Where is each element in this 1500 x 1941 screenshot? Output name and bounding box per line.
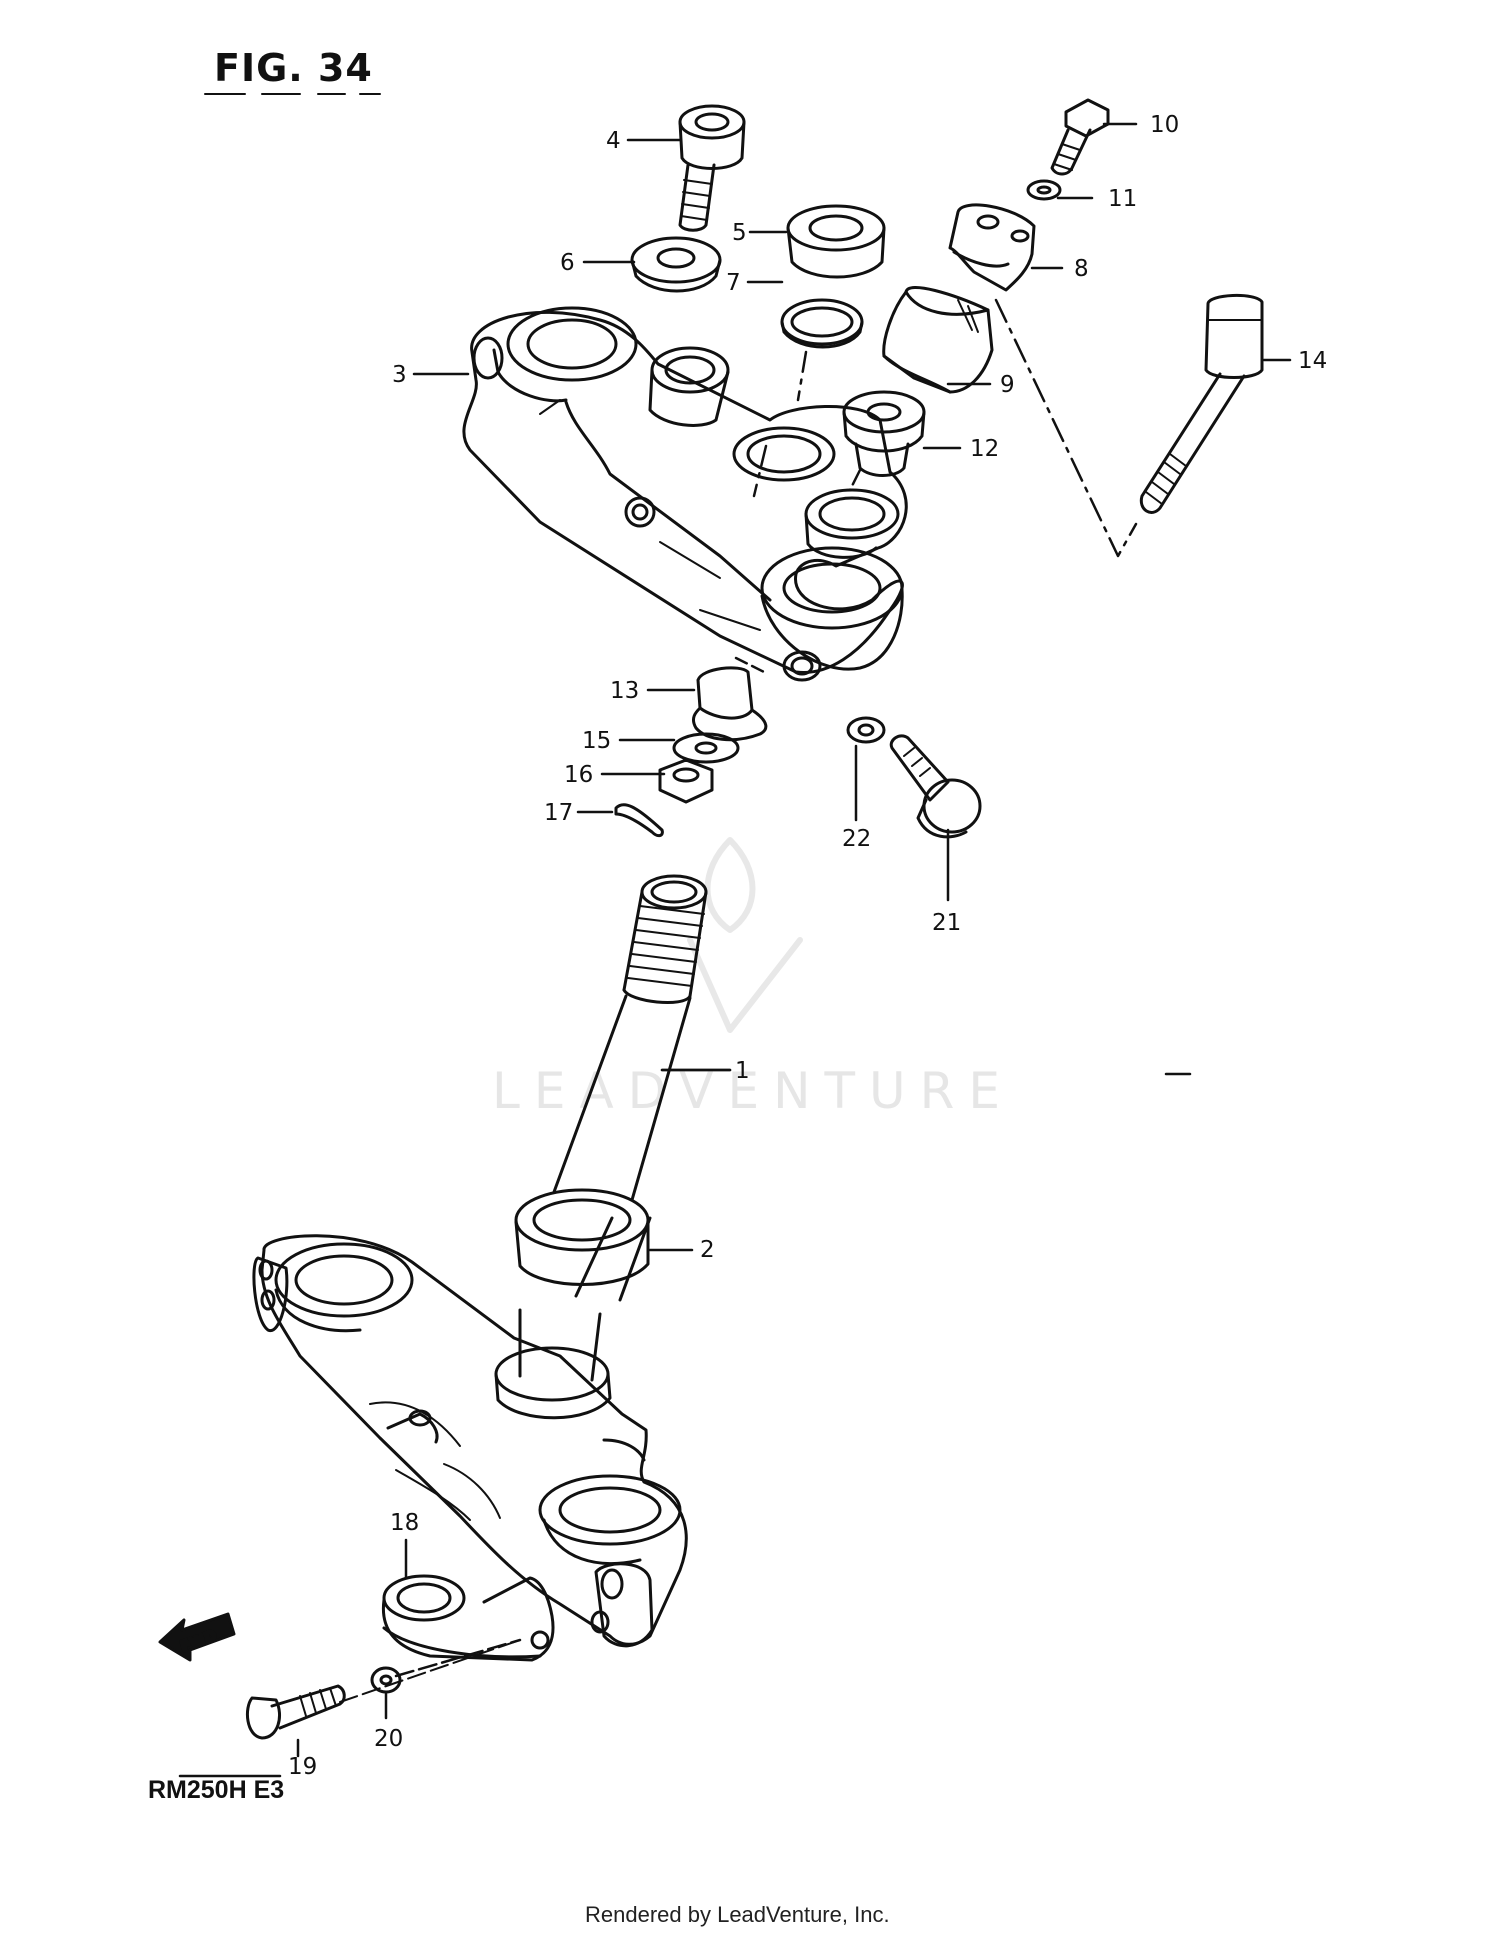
part-16-nut <box>658 758 714 804</box>
part-22-washer <box>846 716 886 744</box>
callout-11: 11 <box>1108 186 1137 212</box>
leader-lines <box>178 122 1292 1778</box>
callout-4: 4 <box>606 128 621 154</box>
callout-10: 10 <box>1150 112 1179 138</box>
callout-8: 8 <box>1074 256 1089 282</box>
callout-21: 21 <box>932 910 961 936</box>
part-10-bolt <box>1050 98 1110 176</box>
part-3-upper-bracket <box>462 306 908 682</box>
part-2-bearing <box>514 1188 650 1286</box>
part-19-bolt <box>245 1684 346 1740</box>
part-14-long-bolt <box>1139 293 1264 514</box>
callout-1: 1 <box>735 1058 750 1084</box>
callout-22: 22 <box>842 826 871 852</box>
model-code: RM250H E3 <box>148 1776 285 1804</box>
part-6-washer <box>630 236 722 293</box>
callout-19: 19 <box>288 1754 317 1780</box>
watermark-text: LEADVENTURE <box>492 1062 1014 1120</box>
footer-credit: Rendered by LeadVenture, Inc. <box>585 1902 890 1927</box>
callout-7: 7 <box>726 270 741 296</box>
lower-bracket <box>252 1234 688 1648</box>
callout-2: 2 <box>700 1237 715 1263</box>
part-5-nut <box>786 204 886 279</box>
part-18-hose-guide <box>381 1574 555 1662</box>
part-4-bolt <box>678 104 746 232</box>
part-9-holder <box>882 286 994 394</box>
callout-16: 16 <box>564 762 593 788</box>
figure-title: FIG. 34 <box>214 46 373 90</box>
callout-17: 17 <box>544 800 573 826</box>
callout-13: 13 <box>610 678 639 704</box>
part-15-washer <box>672 732 740 764</box>
part-20-washer <box>370 1666 402 1694</box>
callout-18: 18 <box>390 1510 419 1536</box>
part-8-clamp-cap <box>948 203 1036 292</box>
callout-labels: 1 2 3 4 5 6 7 8 9 10 11 12 13 14 15 16 1… <box>288 112 1327 1780</box>
part-13-cushion <box>692 666 768 742</box>
callout-15: 15 <box>582 728 611 754</box>
callout-9: 9 <box>1000 372 1015 398</box>
part-11-washer <box>1026 179 1062 201</box>
watermark-logo <box>687 837 803 1033</box>
callout-14: 14 <box>1298 348 1327 374</box>
callout-3: 3 <box>392 362 407 388</box>
callout-6: 6 <box>560 250 575 276</box>
part-17-cotter-pin <box>614 803 664 838</box>
part-7-ring <box>780 298 864 349</box>
part-1-steering-stem <box>552 874 708 1302</box>
part-21-bolt <box>889 734 982 839</box>
callout-5: 5 <box>732 220 747 246</box>
callout-20: 20 <box>374 1726 403 1752</box>
fwd-arrow-icon: FWD <box>158 1612 236 1662</box>
callout-12: 12 <box>970 436 999 462</box>
